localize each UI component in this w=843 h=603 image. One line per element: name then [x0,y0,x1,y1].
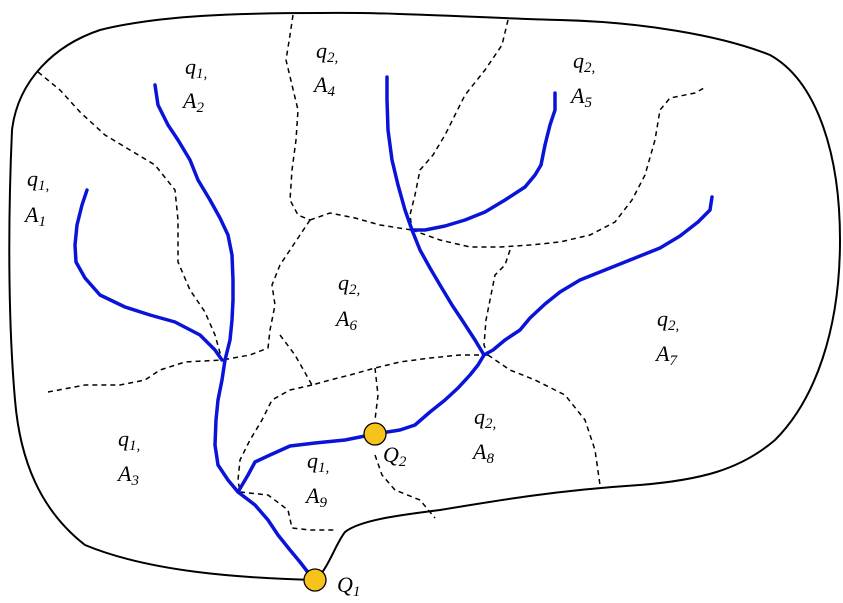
stream-a6 [410,228,486,357]
divide-a1-a2 [37,71,223,361]
divide-a6-a7 [483,249,511,356]
divide-a4-a5 [409,19,509,231]
divide-a1-a3 [47,359,223,393]
label-a1: q1, A1 [23,166,55,230]
subbasin-divides [37,14,705,531]
stream-network [73,75,714,577]
stream-a1 [73,188,224,362]
stream-a9 [236,432,377,494]
divide-a2-a4 [285,14,311,221]
divide-a8-a7 [487,354,601,486]
divide-a6-a8 [279,334,488,386]
divide-a3-a9 [237,384,313,493]
stream-a8 [373,353,486,436]
stream-a4 [385,75,414,232]
label-q2: Q2 [383,442,407,470]
divide-a4-ridge [309,212,413,231]
stream-a2 [153,83,235,362]
divide-a4-a6 [221,219,311,361]
outlet-q2-node [363,422,387,446]
label-a3: q1, A3 [116,426,146,489]
label-a2: q1, A2 [181,54,213,116]
divide-a9-outlet [239,491,335,531]
watershed-boundary [8,11,842,582]
divide-a5-a7 [411,87,705,248]
label-a6: q2, A6 [334,270,366,334]
label-a8: q2, A8 [471,404,502,467]
stream-a7 [482,195,714,357]
label-q1: Q1 [337,572,360,600]
stream-a5 [410,91,557,232]
divide-a9-a8 [374,454,436,519]
stream-main [213,358,312,577]
outlet-q1-node [303,568,327,592]
label-a7: q2, A7 [654,306,685,369]
label-a5: q2, A5 [569,48,601,111]
label-a4: q2, A4 [312,38,344,100]
label-a9: q1, A9 [304,448,335,511]
divide-a9-a6 [374,367,379,421]
